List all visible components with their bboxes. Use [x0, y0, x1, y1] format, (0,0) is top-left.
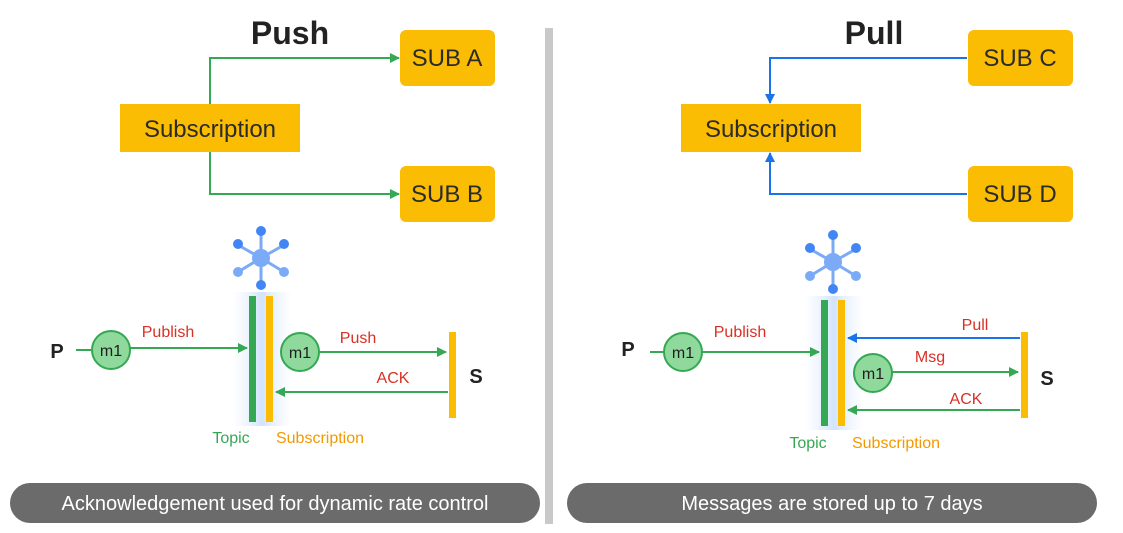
push-topic-bar [249, 296, 256, 422]
section-divider [545, 28, 553, 524]
pull-subscription-bar [838, 300, 845, 426]
sub-a-label: SUB A [412, 45, 483, 72]
push-publish-label: Publish [142, 324, 194, 341]
pull-msg-label: Msg [915, 349, 945, 366]
pull-connector-sub-c [765, 57, 967, 104]
sub-c-box [968, 30, 1073, 86]
pull-publisher-label: P [621, 339, 634, 361]
pull-message-out-label: m1 [862, 366, 884, 383]
pull-subscriber-bar [1021, 332, 1028, 418]
pull-topic-label: Topic [789, 435, 826, 452]
sub-b-label: SUB B [411, 181, 483, 208]
pull-sub-bar-label: Subscription [852, 435, 940, 452]
pull-caption: Messages are stored up to 7 days [681, 493, 982, 515]
pull-message-in-label: m1 [672, 345, 694, 362]
sub-c-label: SUB C [983, 45, 1056, 72]
sub-b-box [400, 166, 495, 222]
push-topic-label: Topic [212, 430, 249, 447]
push-connector-sub-a [209, 53, 400, 104]
pull-pull-label: Pull [962, 317, 989, 334]
sub-a-box [400, 30, 495, 86]
push-publisher-label: P [50, 341, 63, 363]
push-caption: Acknowledgement used for dynamic rate co… [62, 493, 489, 515]
sub-d-box [968, 166, 1073, 222]
push-subscriber-bar [449, 332, 456, 418]
push-title: Push [251, 15, 329, 51]
push-subscriber-label: S [469, 366, 482, 388]
pull-subscriber-label: S [1040, 368, 1053, 390]
pull-connector-sub-d [765, 152, 967, 195]
pull-subscription-box [681, 104, 861, 152]
push-ack-label: ACK [377, 370, 410, 387]
push-push-label: Push [340, 330, 376, 347]
push-message-in-label: m1 [100, 343, 122, 360]
push-section: Push Subscription SUB A SUB B [10, 15, 540, 523]
push-sub-bar-label: Subscription [276, 430, 364, 447]
push-message-out-label: m1 [289, 345, 311, 362]
pull-caption-pill [567, 483, 1097, 523]
pull-title: Pull [845, 15, 904, 51]
pull-ack-label: ACK [950, 391, 983, 408]
sub-d-label: SUB D [983, 181, 1056, 208]
pull-topic-bar [821, 300, 828, 426]
push-subscription-bar [266, 296, 273, 422]
pull-subscription-label: Subscription [705, 116, 837, 143]
push-subscription-label: Subscription [144, 116, 276, 143]
pubsub-hub-icon [233, 226, 289, 290]
push-connector-sub-b [209, 152, 400, 199]
pull-section: Pull Subscription SUB C SUB D [567, 15, 1097, 523]
pull-publish-label: Publish [714, 324, 766, 341]
push-subscription-box [120, 104, 300, 152]
push-message-in [91, 330, 131, 370]
pubsub-hub-icon [805, 230, 861, 294]
push-caption-pill [10, 483, 540, 523]
